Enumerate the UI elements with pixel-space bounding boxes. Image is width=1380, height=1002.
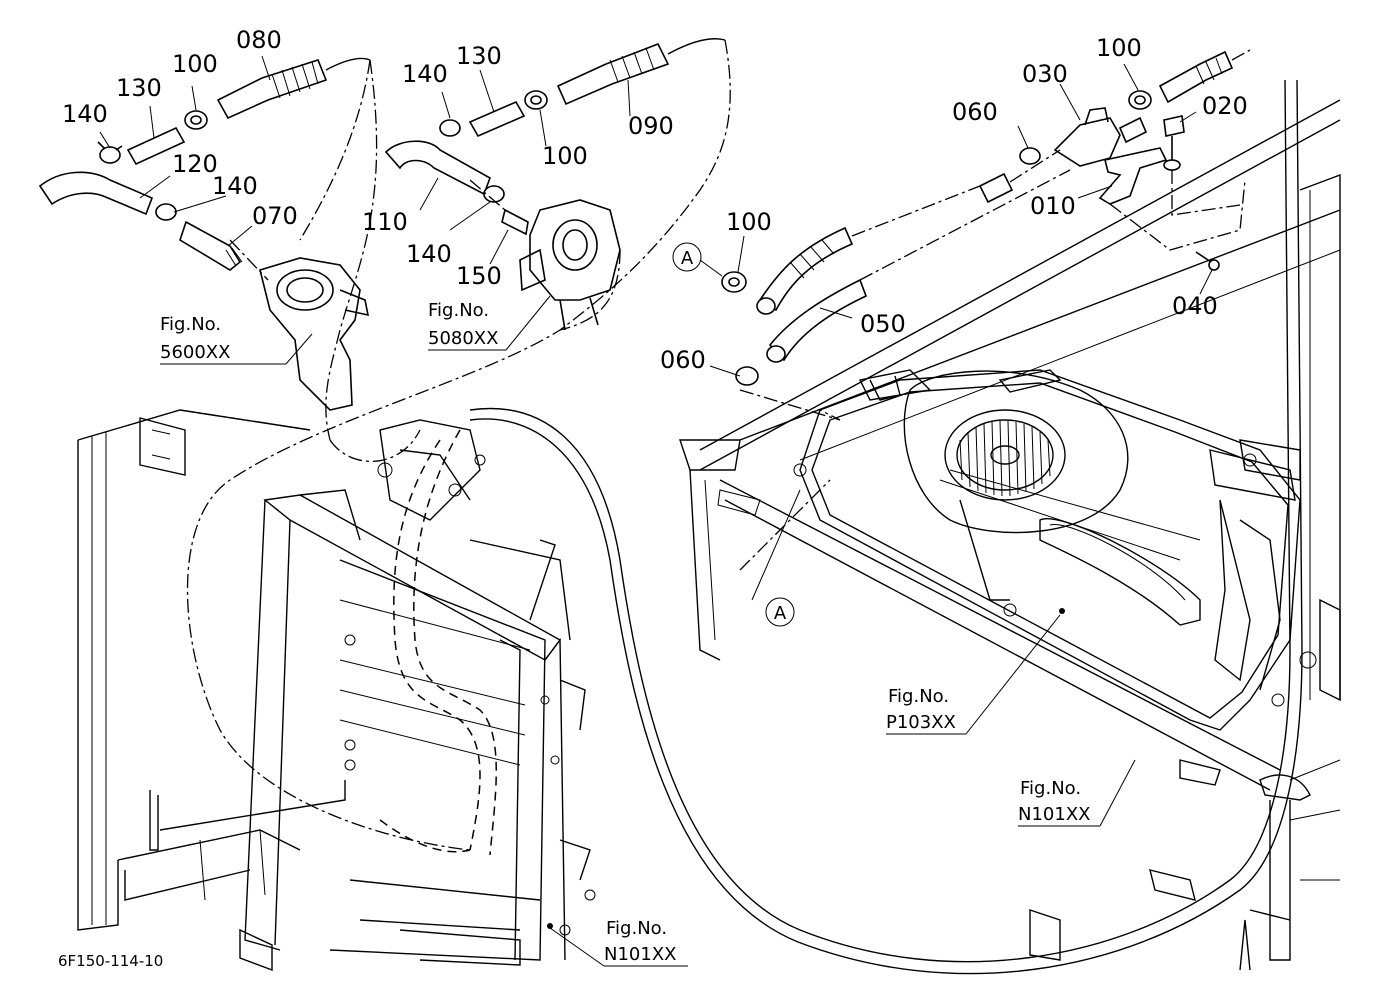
callout-070: 070 <box>252 202 298 230</box>
callout-100: 100 <box>172 50 218 78</box>
callouts: 140 130 100 080 120 140 070 140 130 100 … <box>62 26 1248 374</box>
pipe-130-a <box>126 126 186 166</box>
clamp-140-c <box>439 119 461 137</box>
callout-030: 030 <box>1022 60 1068 88</box>
clamp-100-c <box>721 271 747 293</box>
engine-housing <box>519 199 621 331</box>
clamp-060-b <box>735 366 759 386</box>
clamp-060-a <box>1019 147 1041 165</box>
fig-ref-number: N101XX <box>1018 804 1090 825</box>
fig-ref-label: Fig.No. <box>888 686 949 707</box>
fitting-070 <box>179 220 243 271</box>
hose-090 <box>556 38 726 106</box>
fig-ref-number: 5080XX <box>428 328 498 349</box>
clamp-140-b <box>155 203 177 221</box>
fig-ref-label: Fig.No. <box>428 300 489 321</box>
view-markers: A A <box>672 242 795 627</box>
callout-010: 010 <box>1030 192 1076 220</box>
hose-short <box>978 172 1014 204</box>
fig-ref-number: N101XX <box>604 944 676 965</box>
blower-housing <box>793 369 1341 731</box>
figure-references: Fig.No. 5600XX Fig.No. 5080XX Fig.No. P1… <box>160 300 1090 965</box>
callout-090: 090 <box>628 112 674 140</box>
callout-140: 140 <box>62 100 108 128</box>
callout-080: 080 <box>236 26 282 54</box>
marker-a: A <box>681 248 694 269</box>
blower-frame <box>679 99 1341 971</box>
marker-a: A <box>774 603 787 624</box>
callout-060: 060 <box>660 346 706 374</box>
fig-ref-number: P103XX <box>886 712 956 733</box>
callout-150: 150 <box>456 262 502 290</box>
callout-020: 020 <box>1202 92 1248 120</box>
pipe-130-b <box>468 100 526 138</box>
bolt-020 <box>1163 115 1185 171</box>
water-flange <box>259 257 370 411</box>
callout-140: 140 <box>212 172 258 200</box>
callout-130: 130 <box>456 42 502 70</box>
callout-100: 100 <box>1096 34 1142 62</box>
clamp-140-d <box>483 185 505 203</box>
callout-100: 100 <box>542 142 588 170</box>
callout-050: 050 <box>860 310 906 338</box>
seat-panel <box>244 419 596 966</box>
clamp-140-a <box>97 141 123 164</box>
callout-100: 100 <box>726 208 772 236</box>
callout-140: 140 <box>406 240 452 268</box>
callout-040: 040 <box>1172 292 1218 320</box>
marker-circle <box>672 242 702 272</box>
marker-circle <box>765 597 795 627</box>
callout-060: 060 <box>952 98 998 126</box>
valve-030 <box>1053 107 1148 167</box>
diagram-code: 6F150-114-10 <box>58 952 163 970</box>
hose-050 <box>766 278 868 363</box>
clamp-100-a <box>184 110 208 130</box>
fig-ref-label: Fig.No. <box>160 314 221 335</box>
hidden-hose-route <box>379 429 497 856</box>
hose-110 <box>384 140 491 196</box>
cab-side-frame <box>77 409 346 972</box>
bolt-040 <box>1195 251 1220 271</box>
routing-lines <box>179 39 1251 851</box>
hose-080 <box>216 57 371 120</box>
clamp-100-b <box>524 90 548 110</box>
callout-120: 120 <box>172 150 218 178</box>
hose-120 <box>38 171 154 216</box>
clamp-100-d <box>1128 90 1152 110</box>
fig-ref-number: 5600XX <box>160 342 230 363</box>
fig-ref-label: Fig.No. <box>606 918 667 939</box>
hose-upper-right <box>1158 50 1234 104</box>
callout-110: 110 <box>362 208 408 236</box>
fitting-150 <box>501 208 529 236</box>
fig-ref-label: Fig.No. <box>1020 778 1081 799</box>
callout-140: 140 <box>402 60 448 88</box>
bracket-010 <box>1098 147 1168 205</box>
callout-130: 130 <box>116 74 162 102</box>
hose-upper <box>756 226 854 315</box>
leader-lines <box>99 55 1213 967</box>
